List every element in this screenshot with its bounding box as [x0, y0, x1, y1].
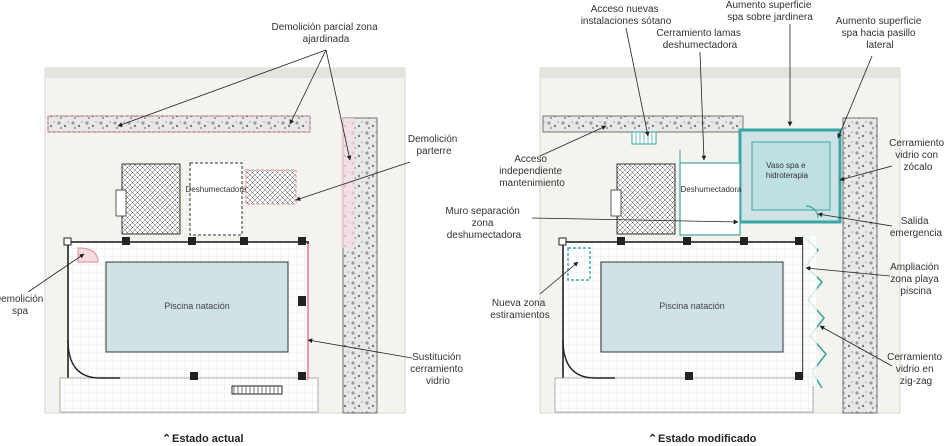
- caption-estado-actual-icon: ⌃: [162, 433, 171, 445]
- ann-sustitucion: Sustitución cerramiento vidrio: [410, 352, 466, 387]
- ann-cerramiento-lamas: Cerramiento lamas deshumectadora: [656, 28, 743, 51]
- stretching-zone: [567, 247, 591, 281]
- plan-estado-actual: Deshumectadora Piscina natación Demolici…: [0, 22, 466, 445]
- pool-label-right: Piscina natación: [659, 301, 725, 311]
- ann-aumento-pasillo: Aumento superficie spa hacia pasillo lat…: [836, 16, 924, 51]
- dehumidifier-room-new: [679, 162, 741, 236]
- dehum-label-left: Deshumectadora: [186, 185, 247, 194]
- ann-demolicion-spa: Demolición spa: [0, 294, 46, 317]
- caption-estado-modificado: Estado modificado: [658, 433, 757, 445]
- ann-salida-emergencia: Salida emergencia: [890, 216, 943, 239]
- pool-right: [600, 261, 784, 353]
- ann-acceso-independiente: Acceso independiente mantenimiento: [499, 154, 565, 189]
- ann-aumento-jardinera: Aumento superficie spa sobre jardinera: [726, 0, 814, 23]
- ann-cerramiento-zigzag: Cerramiento vidrio en zig-zag: [887, 352, 945, 387]
- ann-cerramiento-zocalo: Cerramiento vidrio con zócalo: [889, 138, 947, 173]
- ann-demolicion-parterre: Demolición parterre: [408, 134, 460, 157]
- ann-ampliacion: Ampliación zona playa piscina: [890, 262, 942, 297]
- caption-estado-modificado-icon: ⌃: [648, 433, 657, 445]
- ann-demolicion-parcial: Demolición parcial zona ajardinada: [272, 22, 381, 45]
- dehum-label-right: Deshumectadora: [681, 185, 742, 194]
- dehumidifier-room: [189, 162, 243, 236]
- parterre: [245, 169, 297, 205]
- ann-acceso-nuevas: Acceso nuevas instalaciones sótano: [581, 4, 672, 27]
- spa-label: Vaso spa e hidroterapia: [766, 161, 809, 180]
- ann-muro-separacion: Muro separación zona deshumectadora: [445, 206, 522, 241]
- ann-nueva-zona: Nueva zona estiramientos: [490, 298, 549, 321]
- pool-label-left: Piscina natación: [164, 301, 230, 311]
- garden-strip: [47, 115, 311, 133]
- caption-estado-actual: Estado actual: [172, 433, 244, 445]
- plan-estado-modificado: Vaso spa e hidroterapia Deshumectadora P…: [445, 0, 947, 445]
- pool-left: [105, 261, 289, 353]
